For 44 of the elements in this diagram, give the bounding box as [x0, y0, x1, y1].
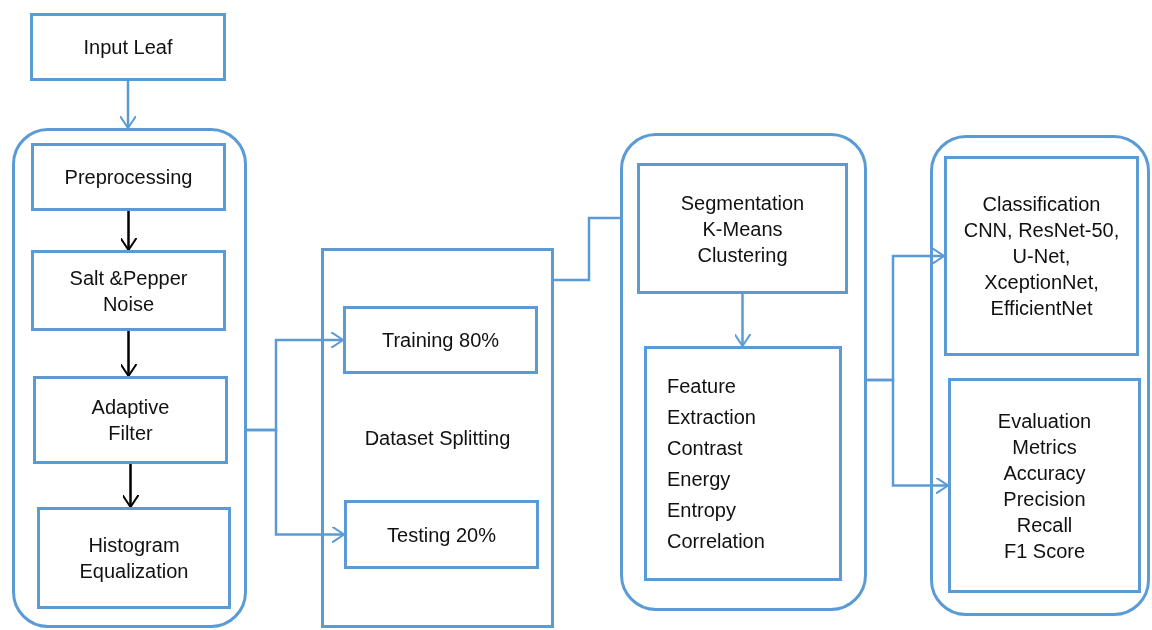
container-box [620, 133, 867, 611]
box-text: Contrast [667, 435, 743, 461]
connector-line [554, 216, 620, 282]
process-box [33, 376, 228, 464]
arrow [119, 331, 138, 377]
process-box [644, 346, 842, 581]
arrow [121, 464, 140, 508]
process-box [637, 163, 848, 294]
arrow [119, 81, 137, 129]
process-box [944, 156, 1139, 356]
box-label: Adaptive Filter [90, 395, 171, 446]
box-text: Energy [667, 466, 731, 492]
arrow [867, 378, 949, 495]
box-text: Entropy [667, 497, 736, 523]
box-text: F1 Score [1002, 538, 1087, 564]
box-label: Dataset Splitting [363, 426, 512, 451]
arrow [247, 428, 345, 544]
process-box [31, 250, 226, 331]
process-box [31, 143, 226, 211]
box-text: Recall [1015, 512, 1074, 538]
box-label: Salt &Pepper Noise [68, 265, 189, 317]
box-text: CNN, ResNet-50, U-Net, XceptionNet, EfficientNet [962, 218, 1121, 321]
box-label: Training 80% [380, 328, 501, 353]
process-box [321, 248, 554, 628]
box-label: Feature Extraction [667, 373, 757, 430]
box-label: Classification [981, 192, 1102, 217]
process-box [343, 306, 538, 374]
box-label: Input Leaf [82, 35, 174, 60]
box-label: Segmentation K-Means Clustering [679, 190, 806, 268]
process-box [37, 507, 231, 609]
box-text: Accuracy [1002, 460, 1087, 486]
box-label: Histogram Equalization [78, 533, 190, 584]
process-box [30, 13, 226, 81]
box-text: Precision [1002, 486, 1087, 512]
box-label: Testing 20% [386, 522, 497, 548]
arrow [733, 294, 752, 347]
box-label: Preprocessing [63, 165, 194, 190]
arrow [119, 211, 138, 251]
box-label: Evaluation Metrics [996, 408, 1093, 460]
container-box [12, 128, 247, 628]
process-box [344, 500, 539, 569]
container-box [930, 135, 1150, 616]
process-box [948, 378, 1141, 593]
box-text: Correlation [667, 528, 765, 554]
